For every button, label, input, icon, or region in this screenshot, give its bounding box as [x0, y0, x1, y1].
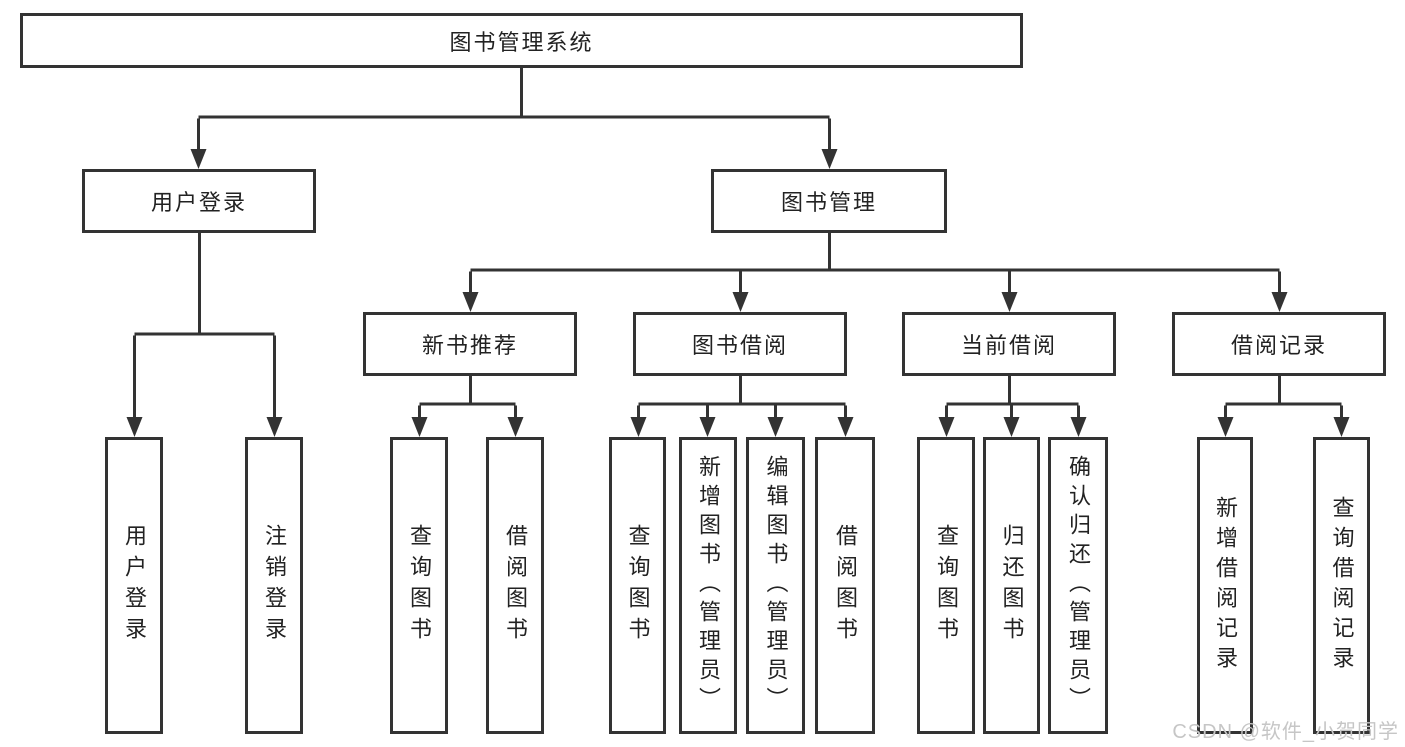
node-new-book-recommend: 新书推荐: [363, 312, 577, 376]
leaf-edit-book-admin-label: 编辑图书（管理员）: [763, 455, 789, 716]
node-root-label: 图书管理系统: [449, 29, 594, 55]
leaf-return-book-label: 归还图书: [999, 523, 1025, 648]
leaf-add-borrow-record-label: 新增借阅记录: [1213, 495, 1238, 676]
node-book-borrow: 图书借阅: [633, 312, 847, 376]
leaf-logout: 注销登录: [245, 437, 303, 734]
leaf-confirm-return-admin: 确认归还（管理员）: [1048, 437, 1108, 734]
leaf-query-book-current-label: 查询图书: [934, 523, 959, 648]
leaf-borrow-book-recommend-label: 借阅图书: [503, 523, 528, 648]
leaf-borrow-book-borrow-label: 借阅图书: [833, 523, 858, 648]
leaf-add-book-admin: 新增图书（管理员）: [679, 437, 737, 734]
leaf-add-book-admin-label: 新增图书（管理员）: [696, 455, 721, 716]
node-user-login: 用户登录: [82, 169, 316, 233]
csdn-watermark: CSDN @软件_小贺同学: [1172, 721, 1399, 743]
leaf-query-borrow-record-label: 查询借阅记录: [1329, 495, 1355, 676]
leaf-query-borrow-record: 查询借阅记录: [1313, 437, 1370, 734]
leaf-query-book-recommend: 查询图书: [390, 437, 448, 734]
leaf-user-login-label: 用户登录: [122, 523, 147, 648]
connector-user-branch: [133, 233, 276, 427]
leaf-borrow-book-recommend: 借阅图书: [486, 437, 544, 734]
node-book-borrow-label: 图书借阅: [691, 333, 788, 358]
leaf-confirm-return-admin-label: 确认归还（管理员）: [1066, 455, 1091, 716]
leaf-query-book-borrow: 查询图书: [609, 437, 666, 734]
node-book-management: 图书管理: [711, 169, 947, 233]
node-root: 图书管理系统: [20, 13, 1023, 68]
connector-root: [197, 68, 831, 160]
node-user-login-label: 用户登录: [150, 190, 247, 215]
connector-borrow-group: [637, 376, 847, 427]
node-book-management-label: 图书管理: [780, 190, 877, 215]
node-new-book-recommend-label: 新书推荐: [421, 333, 518, 358]
leaf-borrow-book-borrow: 借阅图书: [815, 437, 875, 734]
arrowheads: [126, 149, 1350, 437]
connector-record-group: [1224, 376, 1343, 427]
leaf-query-book-current: 查询图书: [917, 437, 975, 734]
node-borrow-record-label: 借阅记录: [1230, 333, 1327, 358]
leaf-query-book-recommend-label: 查询图书: [407, 523, 432, 648]
leaf-return-book: 归还图书: [983, 437, 1040, 734]
connector-book-branch: [469, 233, 1281, 303]
leaf-query-book-borrow-label: 查询图书: [625, 523, 651, 648]
connector-recommend-group: [418, 376, 517, 427]
leaf-edit-book-admin: 编辑图书（管理员）: [746, 437, 805, 734]
leaf-user-login: 用户登录: [105, 437, 163, 734]
leaf-logout-label: 注销登录: [262, 523, 287, 648]
leaf-add-borrow-record: 新增借阅记录: [1197, 437, 1253, 734]
node-borrow-record: 借阅记录: [1172, 312, 1386, 376]
connector-current-group: [945, 376, 1080, 427]
node-current-borrow: 当前借阅: [902, 312, 1116, 376]
node-current-borrow-label: 当前借阅: [960, 333, 1057, 358]
